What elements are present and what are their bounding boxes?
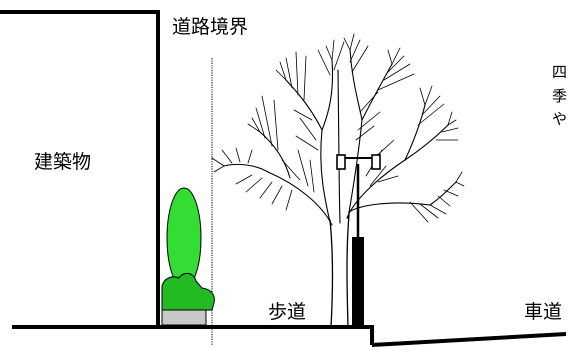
label-building: 建築物 [34,151,91,173]
tree [211,33,465,328]
side-note: 四 季 や [552,63,567,128]
side-note-line-2: 季 [552,87,567,105]
tall-shrub [166,187,202,289]
planter-base [161,309,207,326]
side-note-line-3: や [552,110,567,128]
lamp-pole-base [352,237,364,327]
low-shrub [161,273,215,311]
lamp-head-left [336,154,346,170]
side-note-line-1: 四 [552,63,567,81]
label-roadway: 車道 [524,301,562,323]
street-lamp-icon [336,154,381,327]
label-sidewalk: 歩道 [268,301,306,323]
ground-line [12,325,567,347]
label-road-boundary: 道路境界 [172,16,248,38]
tree-trunk [329,214,350,328]
building [0,10,160,329]
lamp-head-right [371,154,381,170]
planter [161,187,215,326]
